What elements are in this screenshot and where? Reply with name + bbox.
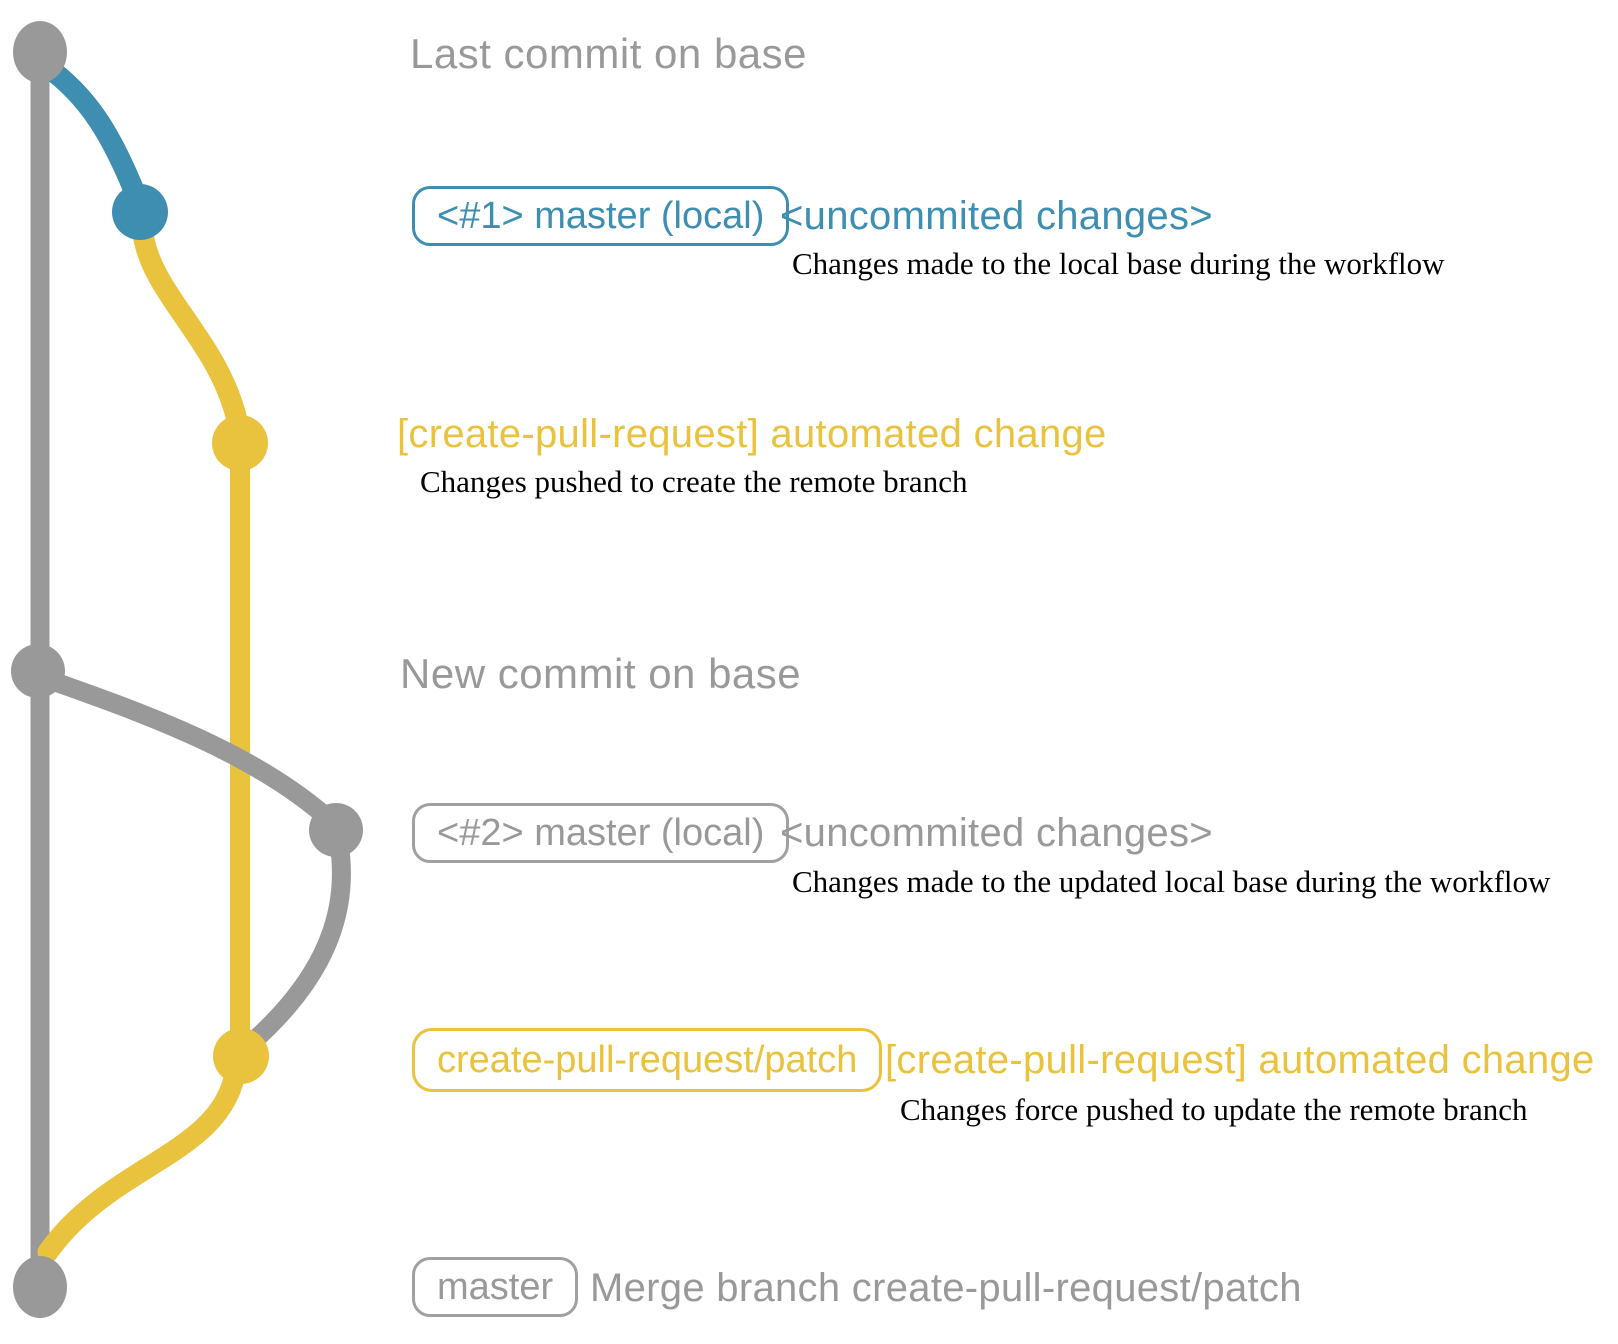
commit-description-automated-change-2: Changes force pushed to update the remot… [900, 1092, 1528, 1127]
commit-node-local-1 [112, 184, 168, 240]
branch-badge-master-local-1: <#1> master (local) [412, 186, 790, 246]
commit-node-last-base [13, 21, 67, 83]
commit-message-automated-change-2: [create-pull-request] automated change [885, 1038, 1595, 1082]
commit-description-automated-change-1: Changes pushed to create the remote bran… [420, 464, 968, 499]
branch-badge-master: master [412, 1257, 579, 1317]
commit-node-remote-patch-2 [213, 1028, 269, 1084]
patch-merge-curve [37, 1057, 247, 1263]
commit-description-uncommited-2: Changes made to the updated local base d… [792, 864, 1551, 899]
branch-badge-master-local-2: <#2> master (local) [412, 803, 790, 863]
commit-message-merge: Merge branch create-pull-request/patch [590, 1266, 1302, 1310]
base-to-local2-curve [34, 668, 342, 832]
git-graph [11, 21, 363, 1318]
local2-to-patch-curve [238, 833, 351, 1056]
commit-message-uncommited-1: <uncommited changes> [780, 194, 1213, 238]
caption-new-commit-on-base: New commit on base [400, 650, 802, 697]
commit-message-automated-change-1: [create-pull-request] automated change [397, 412, 1107, 456]
commit-node-remote-patch-1 [212, 415, 268, 471]
caption-last-commit-on-base: Last commit on base [410, 30, 808, 77]
branch-badge-create-pull-request-patch: create-pull-request/patch [412, 1028, 883, 1092]
commit-description-uncommited-1: Changes made to the local base during th… [792, 246, 1445, 281]
local-branch-curve-1 [35, 55, 148, 209]
commit-node-local-2 [309, 803, 363, 857]
patch-branch-curve-1 [132, 223, 248, 431]
commit-message-uncommited-2: <uncommited changes> [780, 811, 1213, 855]
commit-node-merge [13, 1256, 67, 1318]
commit-node-new-base [11, 644, 65, 698]
